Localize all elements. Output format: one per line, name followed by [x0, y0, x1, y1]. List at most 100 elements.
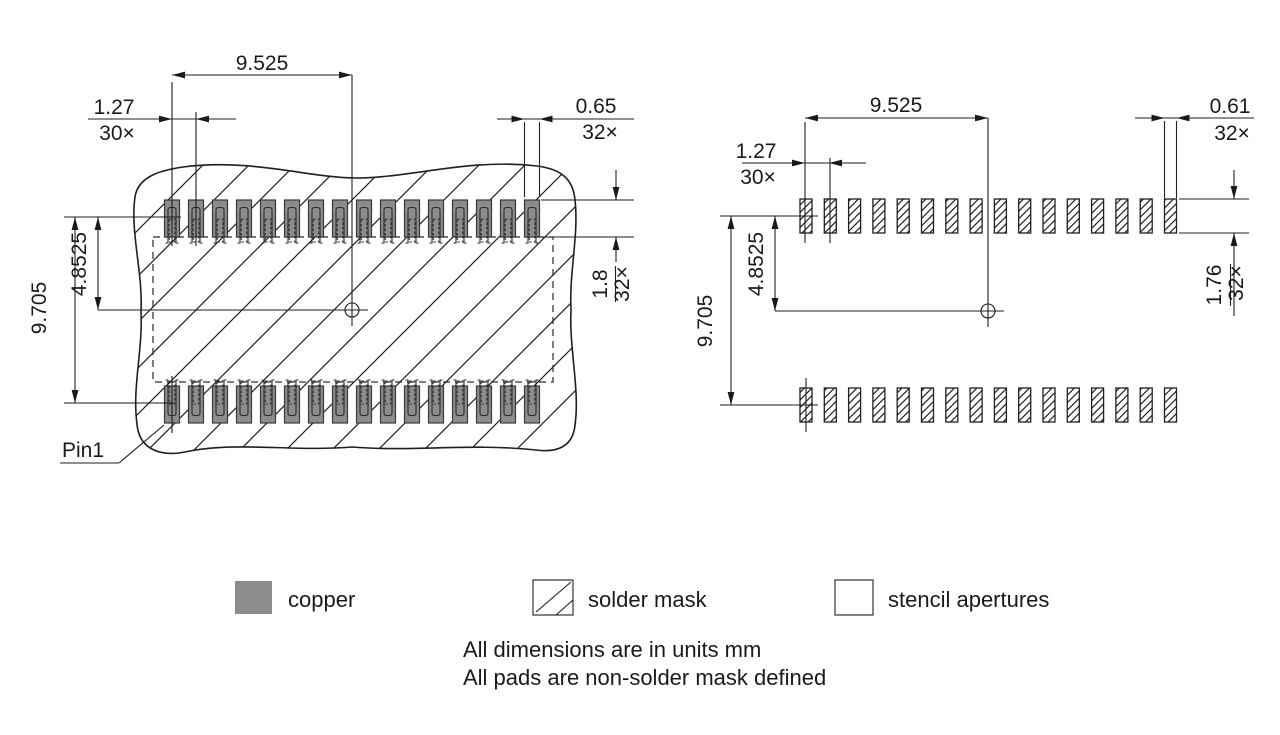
mask-opening-outline [360, 380, 368, 405]
lead-outline [477, 206, 491, 244]
lead-outline [285, 206, 299, 244]
stencil-pitch-count: 30× [740, 166, 776, 189]
stencil-dimension-span: 9.525 [804, 94, 988, 243]
land-pattern-view: 9.525 1.27 30× 0.65 32× [28, 52, 634, 464]
copper-pad [355, 379, 373, 424]
pitch-count: 30× [99, 122, 135, 145]
origin-mark [98, 75, 368, 326]
stencil-apertures-bottom-row [799, 387, 1178, 423]
mask-opening-outline [432, 380, 440, 405]
mask-opening-outline [432, 218, 440, 243]
copper-pad [379, 379, 397, 424]
stencil-aperture [1018, 198, 1032, 234]
stencil-aperture [920, 387, 935, 423]
lead-outline [429, 379, 443, 417]
notes: All dimensions are in units mm All pads … [463, 637, 826, 690]
copper-pad [235, 199, 253, 244]
lead-outline [405, 206, 419, 244]
lead-outline [213, 206, 227, 244]
mask-opening-outline [240, 218, 248, 243]
stencil-dimension-row-span: 9.705 [694, 215, 818, 432]
stencil-dimension-aperture-width: 0.61 32× [1135, 95, 1254, 198]
lead-outline [309, 379, 323, 417]
pad-width-value: 0.65 [576, 95, 617, 118]
row-span-value: 9.705 [28, 282, 51, 335]
stencil-pitch-value: 1.27 [736, 140, 777, 163]
copper-pad [475, 379, 493, 424]
copper-pad [355, 199, 373, 244]
stencil-half-row-span-value: 4.8525 [745, 232, 768, 296]
mask-opening-outline [216, 218, 224, 243]
lead-outline [213, 379, 227, 417]
lead-outline [525, 206, 539, 244]
copper-pad [307, 379, 325, 424]
copper-pads-bottom-row [163, 379, 541, 424]
dimension-row-span: 9.705 [28, 216, 181, 433]
dimension-pad-height: 1.8 32× [541, 170, 634, 302]
copper-pad [427, 379, 445, 424]
stencil-aperture [1066, 387, 1080, 423]
pad-height-value: 1.8 [589, 269, 612, 298]
aperture-width-value: 0.61 [1210, 95, 1251, 118]
copper-pad [523, 199, 541, 244]
lead-outline [189, 379, 203, 417]
stencil-row-span-value: 9.705 [694, 295, 717, 348]
lead-outline [333, 206, 347, 244]
mask-opening-outline [336, 218, 344, 243]
stencil-aperture [896, 387, 910, 423]
mask-opening-outline [456, 218, 464, 243]
pad-height-count: 32× [611, 266, 634, 302]
aperture-width-count: 32× [1214, 122, 1250, 145]
mask-opening-outline [288, 218, 296, 243]
stencil-origin-mark [775, 118, 1004, 327]
lead-outline [261, 206, 275, 244]
lead-outline [357, 379, 371, 417]
copper-pad [403, 379, 421, 424]
stencil-aperture [1139, 198, 1153, 234]
lead-outline [237, 379, 251, 417]
pad-width-count: 32× [582, 121, 618, 144]
note-units: All dimensions are in units mm [463, 637, 761, 662]
stencil-aperture [1090, 387, 1105, 423]
lead-outline [261, 379, 275, 417]
copper-pad [427, 199, 445, 244]
copper-pad [187, 379, 205, 424]
legend-copper-swatch [235, 581, 272, 614]
copper-pad [331, 199, 349, 244]
aperture-height-count: 32× [1225, 265, 1248, 301]
span-value: 9.525 [236, 52, 289, 75]
copper-pad [379, 199, 397, 244]
mask-opening-outline [312, 218, 320, 243]
copper-pad [283, 199, 301, 244]
lead-outline [285, 379, 299, 417]
lead-outline [453, 379, 467, 417]
mask-opening-outline [168, 380, 176, 405]
stencil-aperture [993, 198, 1008, 234]
legend-stencil-label: stencil apertures [888, 587, 1049, 612]
pitch-value: 1.27 [94, 96, 135, 119]
stencil-aperture [1018, 387, 1032, 423]
copper-pad [211, 379, 229, 424]
copper-pad [403, 199, 421, 244]
mask-opening-outline [528, 218, 536, 243]
lead-outline [333, 379, 347, 417]
stencil-aperture [945, 387, 959, 423]
legend: copper solder mask stencil apertures [235, 579, 1049, 616]
stencil-aperture [945, 198, 959, 234]
copper-pad [235, 379, 253, 424]
lead-outline [237, 206, 251, 244]
mask-opening-outline [408, 218, 416, 243]
stencil-aperture [1139, 387, 1153, 423]
copper-pad [283, 379, 301, 424]
mask-opening-outline [192, 218, 200, 243]
lead-outline [357, 206, 371, 244]
dimension-half-row-span: 4.8525 [68, 217, 102, 310]
lead-outline [405, 379, 419, 417]
stencil-aperture [1163, 387, 1178, 423]
copper-pad [451, 379, 469, 424]
mask-opening-outline [240, 380, 248, 405]
stencil-aperture [823, 387, 837, 423]
legend-solder-mask-swatch [532, 579, 574, 616]
mask-opening-outline [288, 380, 296, 405]
